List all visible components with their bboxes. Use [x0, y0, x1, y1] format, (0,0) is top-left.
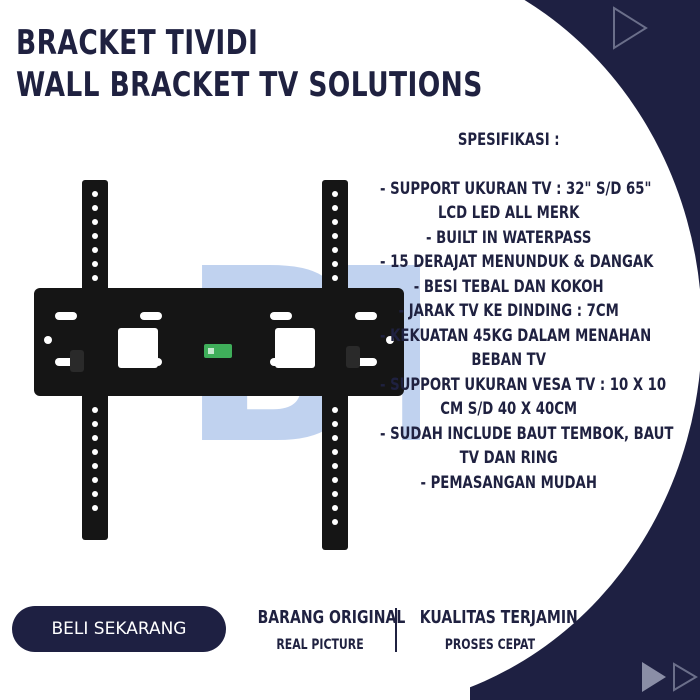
feature-original-title: BARANG ORIGINAL: [257, 607, 406, 628]
spec-item: TV DAN RING: [459, 448, 558, 468]
spec-item: - SUPPORT UKURAN VESA TV : 10 X 10: [380, 374, 667, 395]
feature-quality-subtitle: PROSES CEPAT: [444, 637, 536, 653]
spec-item: - PEMASANGAN MUDAH: [420, 472, 597, 493]
water-level: [204, 344, 232, 358]
feature-quality: KUALITAS TERJAMIN PROSES CEPAT: [419, 606, 578, 656]
page-title: BRACKET TIVIDI WALL BRACKET TV SOLUTIONS: [16, 22, 483, 106]
triangle-decoration-bottom-2: [673, 662, 698, 692]
specifications: SPESIFIKASI : - SUPPORT UKURAN TV : 32" …: [380, 128, 674, 495]
wall-plate: [34, 288, 404, 396]
spec-item: - 15 DERAJAT MENUNDUK & DANGAK: [380, 252, 654, 272]
right-arm: [322, 180, 348, 550]
title-line-1: BRACKET TIVIDI: [16, 23, 259, 63]
spec-item: - BESI TEBAL DAN KOKOH: [413, 276, 604, 297]
specifications-heading: SPESIFIKASI :: [457, 130, 560, 150]
spec-item: - JARAK TV KE DINDING : 7CM: [398, 301, 619, 321]
title-line-2: WALL BRACKET TV SOLUTIONS: [16, 65, 483, 105]
spec-item: LCD LED ALL MERK: [437, 203, 580, 223]
spec-item: BEBAN TV: [471, 350, 546, 370]
spec-item: - KEKUATAN 45KG DALAM MENAHAN: [380, 325, 652, 346]
triangle-decoration-bottom-1: [642, 662, 666, 692]
feature-original: BARANG ORIGINAL REAL PICTURE: [257, 606, 406, 656]
triangle-decoration-top: [613, 6, 648, 50]
tv-bracket-image: BT: [34, 180, 420, 550]
spec-item: - BUILT IN WATERPASS: [426, 227, 592, 248]
left-arm: [82, 180, 108, 540]
buy-now-button[interactable]: BELI SEKARANG: [12, 606, 226, 652]
feature-quality-title: KUALITAS TERJAMIN: [419, 607, 578, 628]
feature-original-subtitle: REAL PICTURE: [276, 637, 364, 653]
spec-item: CM S/D 40 X 40CM: [440, 399, 578, 419]
spec-item: - SUDAH INCLUDE BAUT TEMBOK, BAUT: [380, 423, 674, 444]
feature-divider: [395, 608, 397, 652]
spec-item: - SUPPORT UKURAN TV : 32" S/D 65": [380, 178, 652, 199]
